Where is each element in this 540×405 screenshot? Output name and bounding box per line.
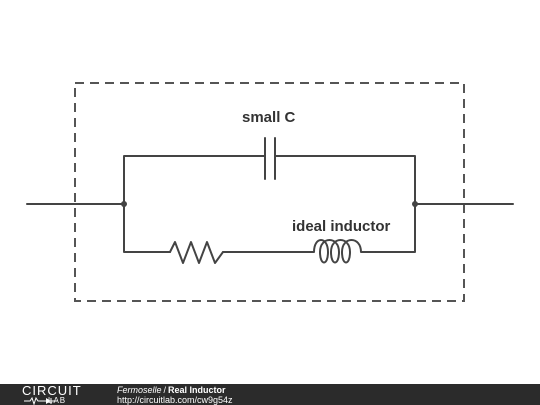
top-branch-wire-left (123, 155, 266, 205)
diode-icon (24, 397, 57, 405)
inductor-symbol (309, 239, 377, 264)
circuit-title: Real Inductor (168, 385, 226, 395)
right-junction-node (412, 201, 418, 207)
logo-text-top: CIRCUIT (22, 384, 82, 398)
footer-bar: CIRCUIT LAB Fermoselle/Real Inductor htt… (0, 384, 540, 405)
breadcrumb-separator: / (163, 385, 167, 395)
component-boundary-box (74, 82, 465, 302)
inductor-label: ideal inductor (292, 218, 391, 235)
top-branch-wire-right (274, 155, 416, 205)
author-link[interactable]: Fermoselle (117, 385, 162, 395)
resistor-symbol (169, 241, 224, 264)
footer-meta: Fermoselle/Real Inductor http://circuitl… (117, 385, 233, 405)
circuitlab-logo[interactable]: CIRCUIT LAB (22, 384, 96, 405)
capacitor-label: small C (242, 109, 296, 126)
circuit-url-link[interactable]: http://circuitlab.com/cw9g54z (117, 395, 233, 405)
circuit-schematic: small C ideal inductor (26, 82, 514, 302)
logo-text-bottom: LAB (48, 396, 67, 405)
bottom-branch-wire-right (375, 203, 416, 253)
left-junction-node (121, 201, 127, 207)
bottom-branch-wire-left (123, 203, 171, 253)
capacitor-symbol (264, 137, 276, 180)
